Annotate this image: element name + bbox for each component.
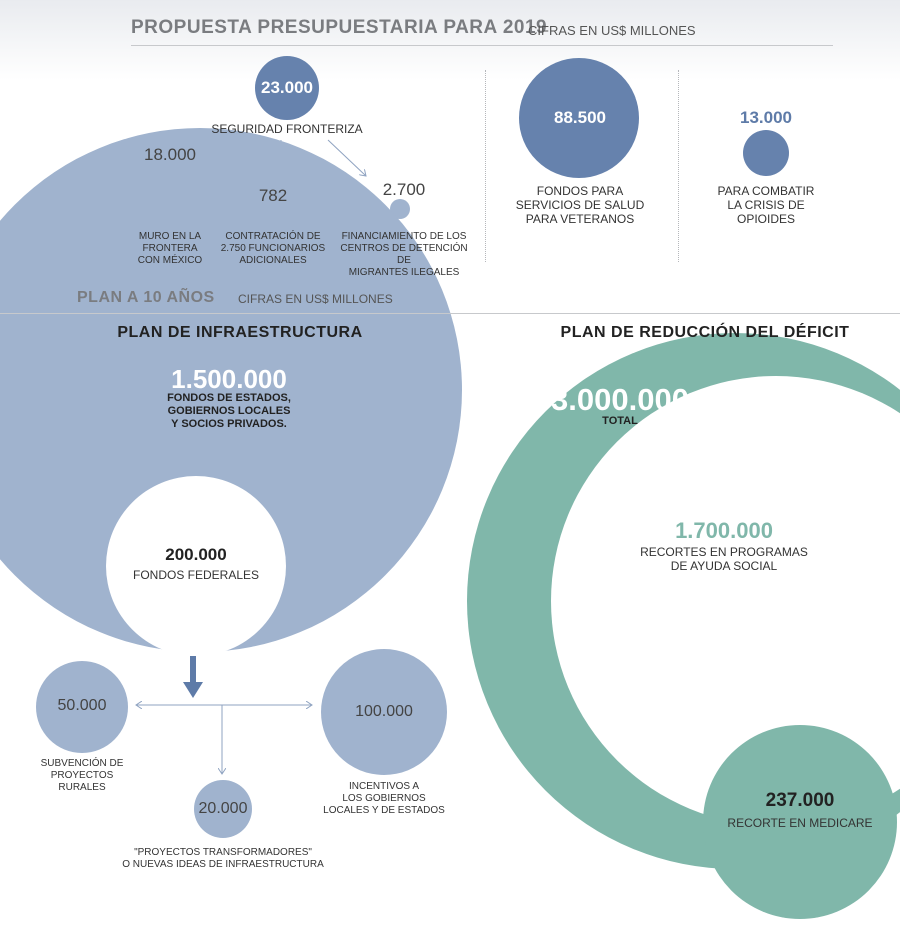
bubble-veterans (519, 58, 639, 178)
infra-total-label: FONDOS DE ESTADOS, GOBIERNOS LOCALES Y S… (167, 392, 291, 430)
rural-label: SUBVENCIÓN DE PROYECTOS RURALES (40, 758, 124, 793)
budget-2019-title: PROPUESTA PRESUPUESTARIA PARA 2019 (131, 17, 548, 38)
veterans-value: 88.500 (554, 108, 606, 127)
bubble-rural (36, 661, 128, 753)
down-arrow-head (183, 682, 203, 698)
budget-2019-unit: CIFRAS EN US$ MILLONES (528, 23, 696, 38)
bubble-deficit-social (551, 376, 900, 826)
transform-label: "PROYECTOS TRANSFORMADORES" O NUEVAS IDE… (122, 847, 324, 870)
border-security-value: 23.000 (261, 78, 313, 97)
incentives-value: 100.000 (355, 703, 413, 720)
bubble-opioids (743, 130, 789, 176)
rural-value: 50.000 (57, 697, 107, 714)
infra-title: PLAN DE INFRAESTRUCTURA (117, 324, 363, 341)
border-security-label: SEGURIDAD FRONTERIZA (211, 122, 363, 136)
wall-value: 18.000 (144, 145, 196, 164)
infra-total-value: 1.500.000 (171, 364, 287, 394)
officers-label: CONTRATACIÓN DE 2.750 FUNCIONARIOS ADICI… (220, 231, 326, 266)
detention-label: FINANCIAMIENTO DE LOS CENTROS DE DETENCI… (340, 231, 468, 278)
wall-label: MURO EN LA FRONTERA CON MÉXICO (137, 231, 203, 266)
bubble-transform (194, 780, 252, 838)
officers-value: 782 (258, 186, 288, 205)
incentives-label: INCENTIVOS A LOS GOBIERNOS LOCALES Y DE … (323, 781, 445, 816)
medicare-label: RECORTE EN MEDICARE (727, 816, 873, 830)
social-label: RECORTES EN PROGRAMAS DE AYUDA SOCIAL (640, 545, 808, 573)
header-band (0, 0, 900, 80)
divider-1 (485, 70, 486, 262)
plan10-unit: CIFRAS EN US$ MILLONES (238, 292, 393, 306)
deficit-title: PLAN DE REDUCCIÓN DEL DÉFICIT (560, 324, 850, 341)
medicare-value: 237.000 (765, 790, 835, 811)
bubble-infra-total (0, 128, 462, 652)
bubble-infra-federal (106, 476, 286, 656)
plan10-title: PLAN A 10 AÑOS (77, 289, 215, 306)
opioids-value: 13.000 (740, 108, 792, 127)
arrow-to-detention (327, 139, 366, 176)
deficit-total-value: 3.000.000 (551, 382, 689, 417)
down-arrow-shaft (190, 656, 196, 684)
deficit-total-label: TOTAL (602, 415, 638, 427)
bubble-medicare (703, 725, 897, 919)
bubble-incentives (321, 649, 447, 775)
social-value: 1.700.000 (675, 518, 773, 543)
infra-federal-label: FONDOS FEDERALES (132, 568, 260, 582)
plan10-rule (0, 313, 900, 314)
veterans-label: FONDOS PARA SERVICIOS DE SALUD PARA VETE… (515, 184, 645, 226)
header-rule (131, 45, 833, 46)
infra-federal-value: 200.000 (165, 545, 227, 564)
opioids-label: PARA COMBATIR LA CRISIS DE OPIOIDES (717, 184, 815, 226)
detention-value: 2.700 (382, 180, 426, 199)
bubble-detention (390, 199, 410, 219)
transform-value: 20.000 (198, 800, 248, 817)
divider-2 (678, 70, 679, 262)
bubble-border-security (255, 56, 319, 120)
